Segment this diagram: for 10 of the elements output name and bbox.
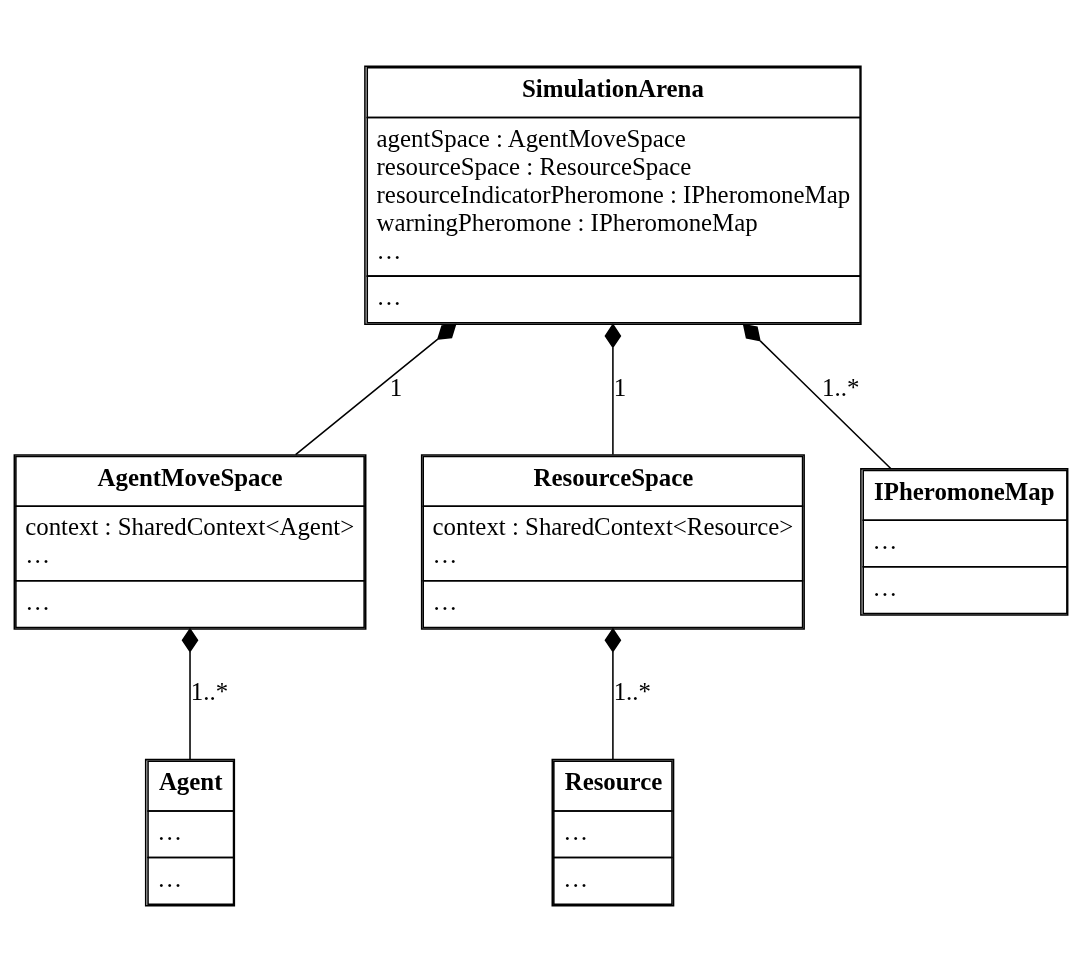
edge-label: 1..*	[822, 373, 860, 401]
edge-label: 1..*	[190, 678, 229, 706]
connector	[181, 627, 199, 761]
connector	[604, 627, 622, 761]
connector	[604, 323, 622, 456]
connector	[742, 323, 892, 470]
connector	[294, 323, 457, 456]
edge-label: 1..*	[613, 678, 651, 706]
edge-label: 1	[389, 373, 403, 401]
edge-label: 1	[613, 373, 627, 401]
